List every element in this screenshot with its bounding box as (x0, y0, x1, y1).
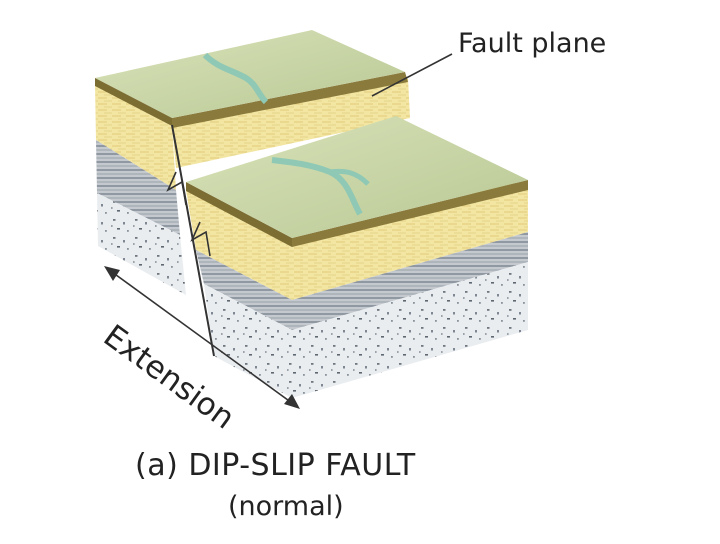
hw-front-basement (292, 262, 528, 398)
footwall-sandstone (95, 85, 176, 190)
footwall-basement (97, 193, 186, 295)
footwall-soil-band (172, 72, 408, 128)
fault-trace (166, 124, 215, 357)
extension-arrow-line (111, 271, 293, 404)
slip-arrow-right (190, 221, 211, 257)
hw-soil-left (186, 182, 292, 247)
extension-arrow (104, 266, 300, 409)
caption-title: (a) DIP-SLIP FAULT (135, 448, 416, 483)
hanging-wall-block (186, 116, 528, 398)
hw-front-shale (292, 232, 528, 330)
fault-plane-leader (371, 53, 453, 97)
fault-plane-label: Fault plane (458, 28, 607, 59)
footwall-surface (95, 30, 405, 118)
river-upper (202, 52, 269, 105)
caption-subtitle: (normal) (228, 491, 344, 522)
footwall-soil-edge (95, 78, 172, 126)
fault-scarp (172, 78, 410, 168)
slip-arrow-left (166, 171, 187, 206)
fault-line (171, 124, 215, 357)
extension-arrowhead-right (284, 394, 300, 409)
footwall-block (95, 30, 410, 295)
hw-left-sandstone (186, 190, 292, 300)
hw-front-sandstone (292, 190, 528, 300)
footwall-shale (96, 140, 180, 235)
extension-arrowhead-left (104, 266, 120, 281)
hw-left-basement (204, 284, 292, 398)
river-branch (329, 168, 370, 186)
hw-soil-front (292, 180, 528, 247)
hw-left-shale (196, 250, 292, 330)
